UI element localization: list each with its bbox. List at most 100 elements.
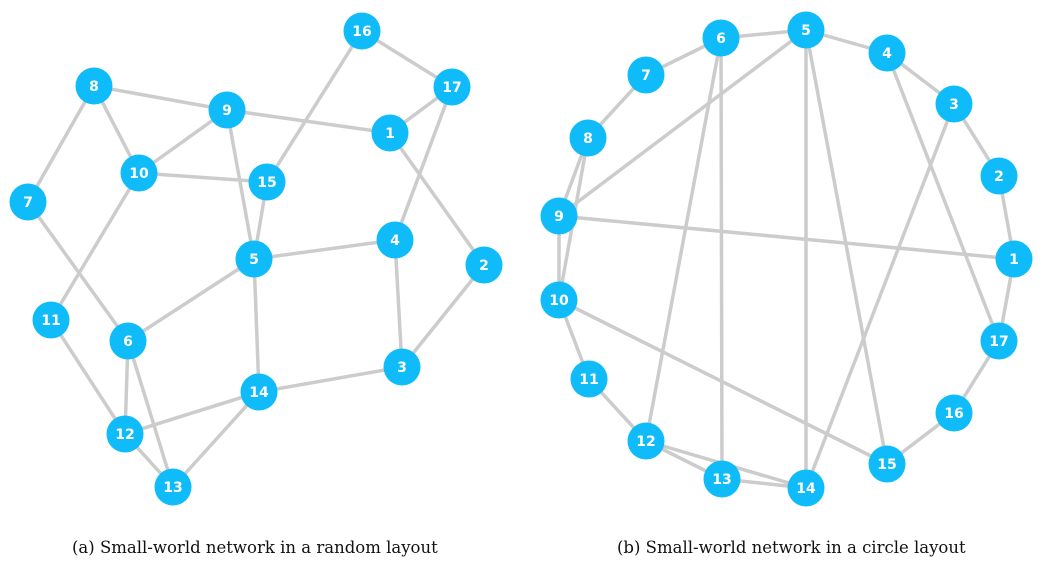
node-circle — [32, 301, 70, 339]
edge-5-9-circle — [557, 28, 808, 218]
node-circle — [465, 246, 503, 284]
node-circle — [569, 119, 607, 157]
node-circle — [240, 373, 278, 411]
node-label: 5 — [801, 23, 811, 39]
edge-6-13-random — [126, 340, 175, 488]
node-circle — [540, 197, 578, 235]
node-label: 3 — [397, 360, 407, 376]
edge-10-15-random — [138, 171, 268, 184]
edge-10-11-random — [49, 172, 141, 321]
node-circle — [787, 469, 825, 507]
node-11-random: 11 — [32, 301, 70, 339]
node-label: 11 — [579, 372, 598, 388]
node-label: 1 — [385, 126, 395, 142]
node-9-circle: 9 — [540, 197, 578, 235]
node-circle — [371, 114, 409, 152]
node-16-circle: 16 — [935, 394, 973, 432]
edge-11-12-random — [49, 319, 127, 435]
node-label: 11 — [41, 313, 60, 329]
node-circle — [570, 360, 608, 398]
node-4-circle: 4 — [868, 34, 906, 72]
node-9-random: 9 — [208, 91, 246, 129]
node-7-circle: 7 — [627, 56, 665, 94]
node-label: 9 — [554, 209, 564, 225]
edge-5-6-random — [127, 257, 255, 343]
node-6-random: 6 — [109, 322, 147, 360]
node-12-random: 12 — [106, 415, 144, 453]
node-circle — [383, 348, 421, 386]
node-10-circle: 10 — [540, 281, 578, 319]
edge-6-13-circle — [719, 37, 724, 480]
node-12-circle: 12 — [627, 422, 665, 460]
node-circle — [935, 394, 973, 432]
node-label: 16 — [352, 24, 371, 40]
node-label: 4 — [390, 233, 400, 249]
node-11-circle: 11 — [570, 360, 608, 398]
node-circle — [787, 11, 825, 49]
node-label: 17 — [989, 334, 1008, 350]
caption-circle-layout: (b) Small-world network in a circle layo… — [617, 538, 966, 557]
node-circle — [106, 415, 144, 453]
node-15-random: 15 — [248, 163, 286, 201]
node-7-random: 7 — [9, 183, 47, 221]
node-circle — [627, 422, 665, 460]
edge-3-14-random — [258, 365, 403, 394]
node-circle — [75, 67, 113, 105]
edge-15-16-random — [265, 30, 364, 183]
node-label: 1 — [1009, 252, 1019, 268]
edge-8-9-random — [93, 84, 228, 112]
node-label: 7 — [641, 68, 651, 84]
node-circle — [703, 460, 741, 498]
node-label: 2 — [479, 258, 489, 274]
node-3-circle: 3 — [935, 85, 973, 123]
node-label: 8 — [583, 131, 593, 147]
node-circle — [980, 322, 1018, 360]
node-1-circle: 1 — [995, 240, 1033, 278]
edge-5-9-random — [225, 109, 256, 260]
edge-4-17-circle — [885, 52, 1001, 342]
edge-5-14-random — [252, 258, 261, 393]
node-circle — [995, 240, 1033, 278]
node-14-circle: 14 — [787, 469, 825, 507]
node-label: 14 — [249, 385, 269, 401]
edge-3-4-random — [393, 239, 404, 368]
node-label: 16 — [944, 406, 963, 422]
node-2-circle: 2 — [980, 157, 1018, 195]
edge-1-9-circle — [558, 214, 1015, 261]
node-label: 6 — [123, 334, 133, 350]
node-6-circle: 6 — [702, 19, 740, 57]
node-circle — [702, 19, 740, 57]
node-label: 9 — [222, 103, 232, 119]
node-label: 12 — [115, 427, 134, 443]
edge-7-8-random — [26, 85, 96, 203]
node-10-random: 10 — [120, 154, 158, 192]
node-label: 14 — [796, 481, 816, 497]
node-circle — [120, 154, 158, 192]
node-circle — [540, 281, 578, 319]
edge-4-5-random — [253, 238, 396, 261]
node-label: 15 — [877, 457, 896, 473]
node-2-random: 2 — [465, 246, 503, 284]
node-13-random: 13 — [154, 468, 192, 506]
node-label: 3 — [949, 97, 959, 113]
node-label: 13 — [163, 480, 182, 496]
node-circle — [154, 468, 192, 506]
node-circle — [627, 56, 665, 94]
node-circle — [9, 183, 47, 221]
node-label: 10 — [549, 293, 569, 309]
node-5-random: 5 — [235, 240, 273, 278]
node-label: 15 — [257, 175, 276, 191]
node-circle — [868, 445, 906, 483]
node-label: 5 — [249, 252, 259, 268]
edge-4-17-random — [393, 86, 454, 241]
node-label: 10 — [129, 166, 149, 182]
node-13-circle: 13 — [703, 460, 741, 498]
node-circle — [376, 221, 414, 259]
edge-5-15-circle — [804, 29, 889, 465]
edge-1-2-random — [388, 131, 486, 267]
node-8-random: 8 — [75, 67, 113, 105]
node-label: 2 — [994, 169, 1004, 185]
